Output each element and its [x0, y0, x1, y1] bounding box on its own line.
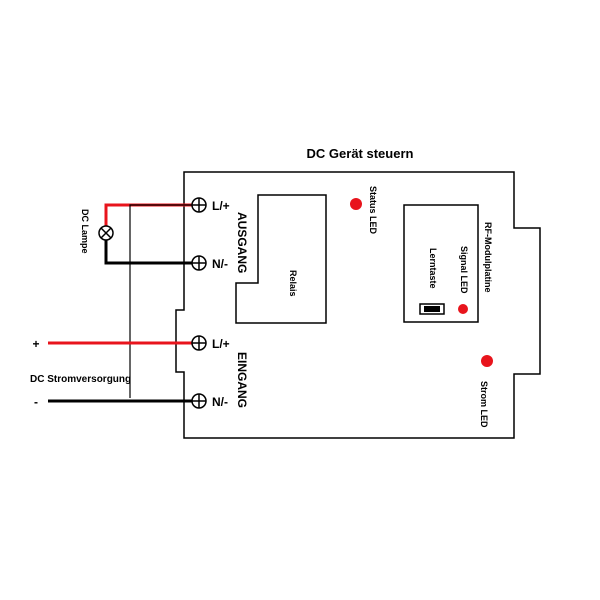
terminal-input-l-icon: [191, 335, 207, 351]
terminal-input-l-label: L/+: [212, 337, 230, 351]
terminal-input-n-icon: [191, 393, 207, 409]
relay-label: Relais: [288, 270, 298, 297]
learn-button-core: [424, 306, 440, 312]
input-group-label: EINGANG: [235, 352, 249, 408]
lamp-positive-wire: [104, 203, 192, 226]
status-led-label: Status LED: [368, 186, 378, 235]
terminal-output-l-icon: [191, 197, 207, 213]
terminal-output-l-label: L/+: [212, 199, 230, 213]
status-led-indicator: [350, 198, 362, 210]
power-led-label: Strom LED: [479, 381, 489, 428]
supply-minus-sign: -: [34, 395, 38, 409]
supply-plus-sign: +: [32, 337, 39, 351]
supply-label: DC Stromversorgung: [30, 374, 131, 385]
diagram-title: DC Gerät steuern: [307, 146, 414, 161]
rf-module-label: RF-Modulplatine: [483, 222, 493, 293]
bridge-wire: [129, 204, 192, 398]
terminal-output-n-icon: [191, 255, 207, 271]
terminal-output-n-label: N/-: [212, 257, 228, 271]
lamp-negative-wire: [104, 240, 192, 265]
lamp-label: DC Lampe: [80, 209, 90, 254]
power-led-indicator: [481, 355, 493, 367]
lamp-icon: [98, 225, 114, 241]
learn-button-label: Lerntaste: [428, 248, 438, 289]
output-group-label: AUSGANG: [235, 212, 249, 273]
terminal-input-n-label: N/-: [212, 395, 228, 409]
relay-block: [235, 194, 327, 324]
signal-led-label: Signal LED: [459, 246, 469, 294]
signal-led-indicator: [458, 304, 468, 314]
controller-housing: [175, 171, 541, 439]
rf-module-board: [403, 204, 479, 323]
